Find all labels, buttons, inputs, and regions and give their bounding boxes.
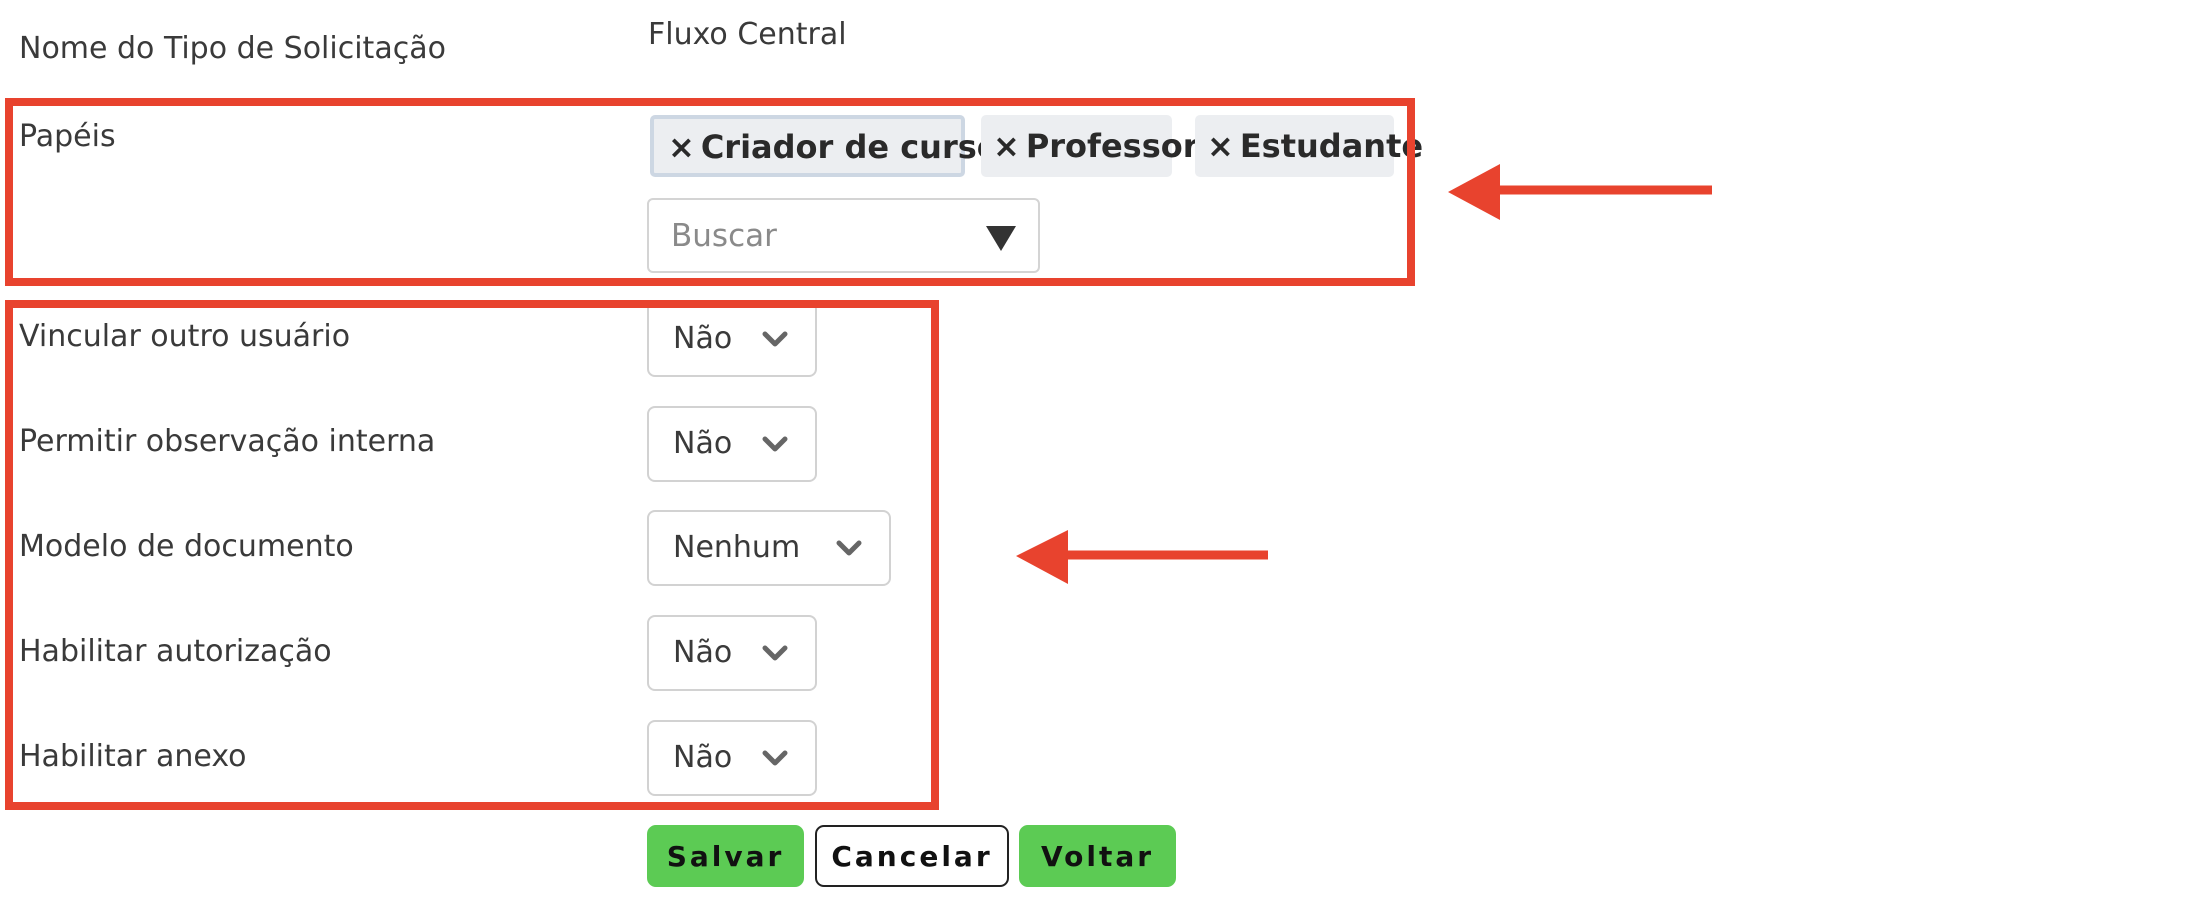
request-type-name-value: Fluxo Central	[648, 17, 847, 52]
role-tag-label: Criador de cursos	[700, 128, 1018, 166]
field-label-document-template: Modelo de documento	[19, 529, 354, 564]
select-value: Nenhum	[673, 530, 801, 565]
field-label-attachment: Habilitar anexo	[19, 739, 247, 774]
role-tag-professor[interactable]: ×Professor	[981, 115, 1199, 177]
triangle-down-icon[interactable]	[986, 226, 1016, 251]
cancel-button[interactable]: Cancelar	[815, 825, 1009, 887]
save-button[interactable]: Salvar	[647, 825, 804, 887]
select-value: Não	[673, 635, 733, 670]
remove-tag-icon[interactable]: ×	[1207, 127, 1234, 165]
field-label-link-user: Vincular outro usuário	[19, 319, 351, 354]
select-value: Não	[673, 740, 733, 775]
select-value: Não	[673, 321, 733, 356]
field-label-internal-note: Permitir observação interna	[19, 424, 436, 459]
arrow-left-icon	[1448, 164, 1712, 220]
back-button[interactable]: Voltar	[1019, 825, 1176, 887]
roles-search-box[interactable]	[647, 198, 1040, 273]
roles-search-input[interactable]	[671, 210, 961, 262]
select-internal-note[interactable]: Não	[647, 406, 817, 482]
roles-label: Papéis	[19, 119, 116, 154]
arrow-left-icon	[1016, 530, 1268, 584]
role-tag-label: Professor	[1025, 127, 1199, 165]
select-document-template[interactable]: Nenhum	[647, 510, 891, 586]
chevron-down-icon	[762, 750, 788, 766]
annotation-box-roles	[5, 98, 1415, 286]
role-tag-course-creator[interactable]: ×Criador de cursos	[650, 115, 1018, 177]
annotation-box-options	[5, 300, 939, 810]
chevron-down-icon	[762, 645, 788, 661]
select-link-user[interactable]: Não	[647, 301, 817, 377]
remove-tag-icon[interactable]: ×	[668, 128, 695, 166]
field-label-authorization: Habilitar autorização	[19, 634, 332, 669]
remove-tag-icon[interactable]: ×	[993, 127, 1020, 165]
select-attachment[interactable]: Não	[647, 720, 817, 796]
chevron-down-icon	[836, 540, 862, 556]
role-tag-label: Estudante	[1239, 127, 1424, 165]
chevron-down-icon	[762, 331, 788, 347]
select-value: Não	[673, 426, 733, 461]
chevron-down-icon	[762, 436, 788, 452]
select-authorization[interactable]: Não	[647, 615, 817, 691]
role-tag-student[interactable]: ×Estudante	[1195, 115, 1423, 177]
request-type-name-label: Nome do Tipo de Solicitação	[19, 31, 446, 66]
